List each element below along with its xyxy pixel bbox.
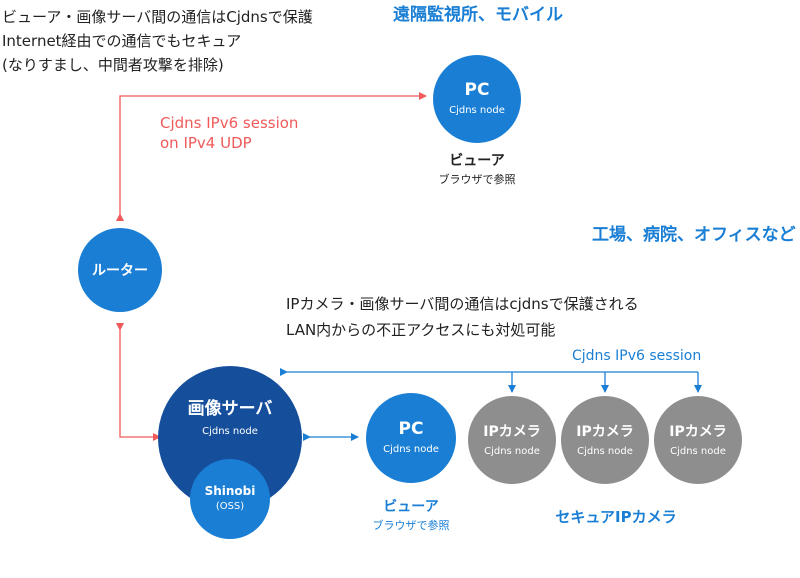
ip-camera-sub-2: Cjdns node	[577, 446, 633, 457]
ip-camera-node-2: IPカメラ Cjdns node	[561, 396, 649, 484]
lan-note-line-2: LAN内からの不正アクセスにも対処可能	[286, 321, 556, 339]
ip-camera-sub-1: Cjdns node	[484, 446, 540, 457]
remote-link-line	[116, 92, 427, 221]
remote-label: 遠隔監視所、モバイル	[393, 5, 563, 25]
remote-session-label: Cjdns IPv6 session on IPv4 UDP	[160, 113, 298, 153]
shinobi-title: Shinobi	[204, 484, 256, 498]
ip-camera-title-2: IPカメラ	[576, 424, 634, 440]
router-node: ルーター	[78, 228, 162, 312]
image-server-sub: Cjdns node	[202, 426, 258, 437]
ip-camera-node-3: IPカメラ Cjdns node	[654, 396, 742, 484]
local-pc-caption: ビューア	[383, 499, 439, 515]
ip-camera-node-1: IPカメラ Cjdns node	[468, 396, 556, 484]
camera-group-label: セキュアIPカメラ	[555, 508, 677, 526]
site-label: 工場、病院、オフィスなど	[592, 225, 796, 245]
ip-camera-title-3: IPカメラ	[669, 424, 727, 440]
local-pc-sub: Cjdns node	[383, 444, 439, 455]
shinobi-sub: (OSS)	[215, 501, 245, 512]
top-note-line-3: (なりすまし、中間者攻撃を排除)	[2, 56, 224, 74]
remote-pc-node: PC Cjdns node	[433, 55, 521, 143]
remote-session-line-2: on IPv4 UDP	[160, 134, 252, 152]
ip-camera-title-1: IPカメラ	[483, 424, 541, 440]
lan-note-line-1: IPカメラ・画像サーバ間の通信はcjdnsで保護される	[286, 295, 639, 313]
shinobi-node: Shinobi (OSS)	[190, 459, 270, 539]
top-note-line-1: ビューア・画像サーバ間の通信はCjdnsで保護	[2, 8, 313, 26]
local-pc-caption-sub: ブラウザで参照	[372, 519, 450, 532]
image-server-title: 画像サーバ	[187, 399, 273, 419]
top-note-line-2: Internet経由での通信でもセキュア	[2, 32, 242, 50]
local-pc-node: PC Cjdns node	[366, 393, 456, 483]
local-pc-title: PC	[398, 419, 424, 439]
server-link-line	[116, 323, 161, 441]
lan-session-label: Cjdns IPv6 session	[572, 348, 702, 364]
remote-pc-sub: Cjdns node	[449, 105, 505, 116]
lan-note: IPカメラ・画像サーバ間の通信はcjdnsで保護される LAN内からの不正アクセ…	[286, 291, 639, 343]
remote-pc-caption-sub: ブラウザで参照	[438, 173, 516, 186]
remote-pc-title: PC	[464, 80, 490, 100]
ip-camera-sub-3: Cjdns node	[670, 446, 726, 457]
remote-pc-caption: ビューア	[449, 153, 505, 169]
router-label: ルーター	[92, 263, 148, 279]
remote-session-line-1: Cjdns IPv6 session	[160, 114, 299, 132]
top-note: ビューア・画像サーバ間の通信はCjdnsで保護 Internet経由での通信でも…	[2, 5, 313, 77]
